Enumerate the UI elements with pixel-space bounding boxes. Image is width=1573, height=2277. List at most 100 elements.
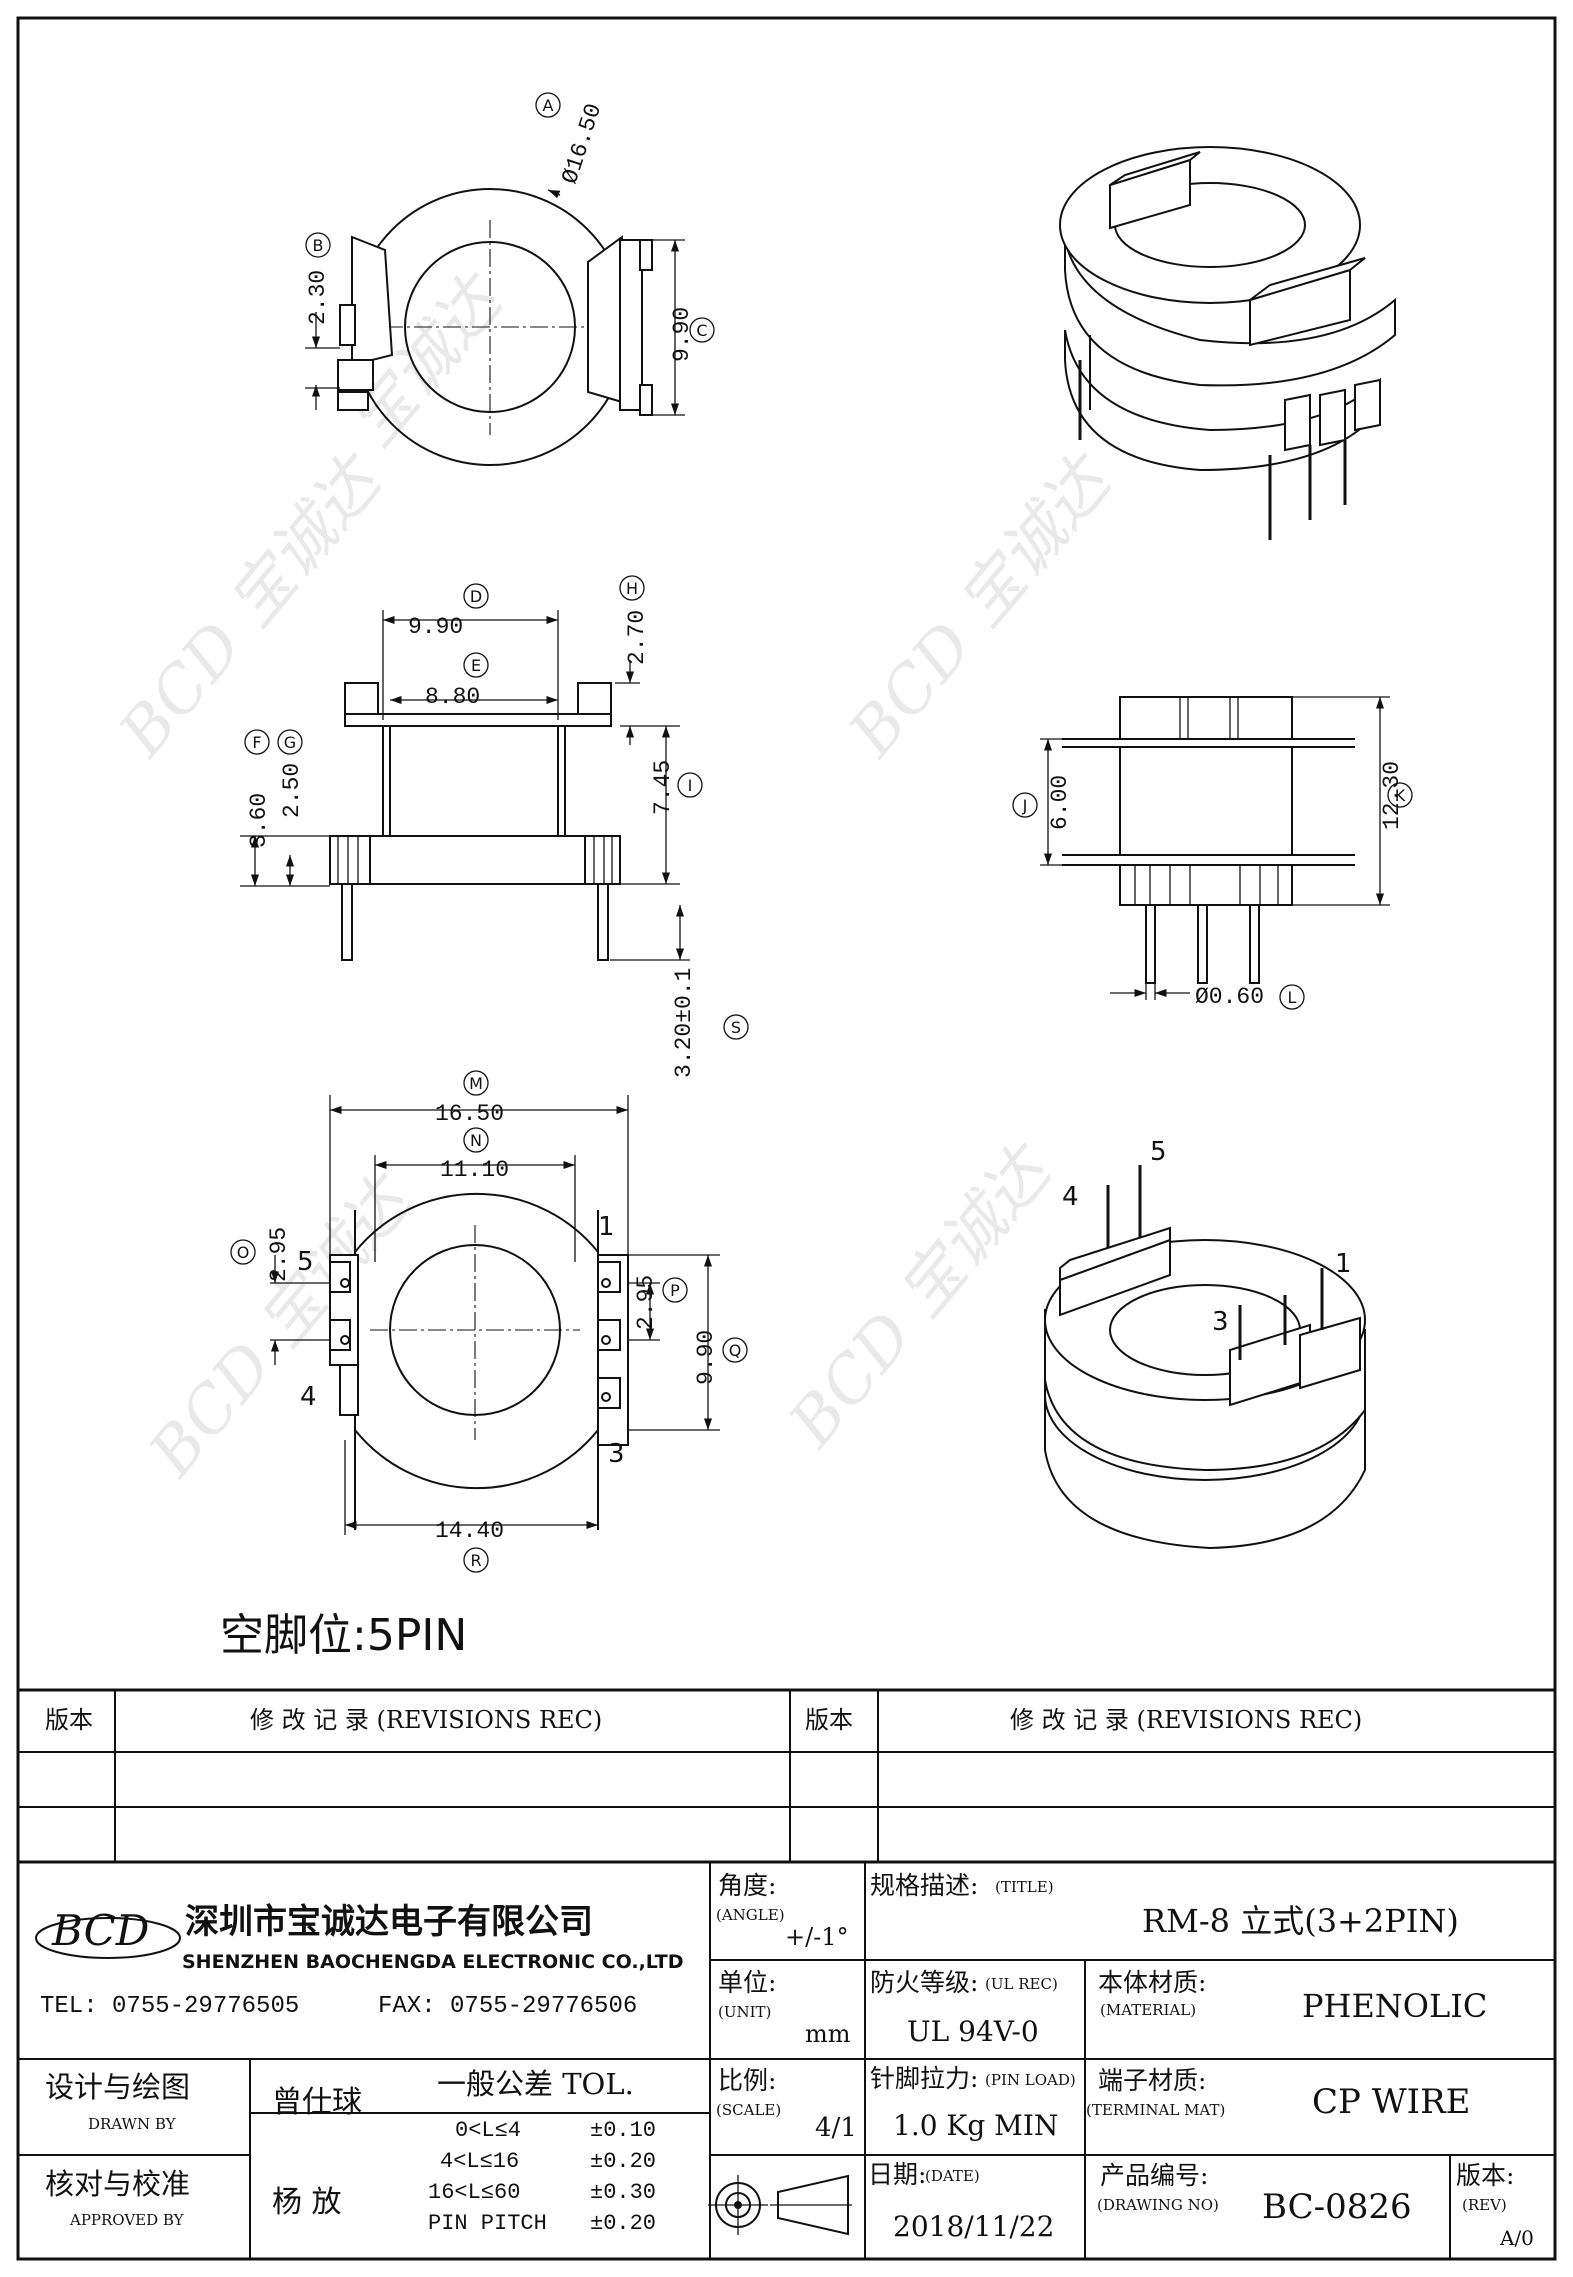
- ul-value: UL 94V-0: [907, 2015, 1039, 2048]
- tolerance-range-2: 4<L≤16: [440, 2149, 520, 2174]
- rev-label: 版本:: [1456, 2161, 1515, 2190]
- drawn-by-name: 曾仕球: [272, 2085, 362, 2120]
- dim-o-label: 2.95: [266, 1227, 292, 1282]
- callout-b: B: [313, 236, 324, 255]
- svg-text:BCD: BCD: [51, 1906, 149, 1955]
- company-tel: TEL: 0755-29776505: [40, 1993, 300, 2020]
- svg-text:BCD 宝诚达: BCD 宝诚达: [135, 1161, 429, 1491]
- iso-pin-3: 3: [1212, 1307, 1229, 1337]
- angle-label-en: (ANGLE): [716, 1906, 785, 1924]
- pin-label-4: 4: [300, 1382, 317, 1412]
- tolerance-range-4: PIN PITCH: [428, 2211, 547, 2236]
- tolerance-header: 一般公差 TOL.: [437, 2067, 634, 2101]
- unit-label: 单位:: [718, 1968, 777, 1997]
- rev-label-en: (REV): [1462, 2196, 1507, 2214]
- pin-label-1: 1: [598, 1212, 615, 1242]
- unit-label-en: (UNIT): [718, 2003, 772, 2021]
- callout-k: K: [1395, 786, 1406, 805]
- rev-header-right-version: 版本: [805, 1706, 853, 1734]
- angle-value: +/-1°: [785, 1923, 849, 1951]
- side-view: [1040, 696, 1390, 1000]
- tolerance-range-1: 0<L≤4: [455, 2118, 522, 2143]
- company-name-en: SHENZHEN BAOCHENGDA ELECTRONIC CO.,LTD: [182, 1951, 684, 1973]
- dim-e-label: 8.80: [425, 684, 480, 710]
- approved-by-label: 核对与校准: [45, 2167, 191, 2201]
- date-value: 2018/11/22: [893, 2210, 1055, 2243]
- terminal-label-en: (TERMINAL MAT): [1086, 2101, 1226, 2119]
- company-fax: FAX: 0755-29776506: [378, 1993, 638, 2020]
- dim-l-label: Ø0.60: [1195, 984, 1264, 1010]
- dim-i-label: 7.45: [650, 760, 676, 815]
- company-name-cn: 深圳市宝诚达电子有限公司: [185, 1902, 593, 1942]
- callout-n: N: [470, 1131, 482, 1150]
- dim-r-label: 14.40: [435, 1518, 504, 1544]
- scale-label-en: (SCALE): [716, 2101, 782, 2119]
- callout-p: P: [670, 1281, 680, 1300]
- callout-m: M: [469, 1074, 483, 1093]
- unit-value: mm: [805, 2020, 851, 2048]
- date-label: 日期:: [868, 2160, 927, 2189]
- drawn-by-label: 设计与绘图: [45, 2070, 191, 2104]
- dim-a-label: Ø16.50: [557, 100, 607, 187]
- title-label-en: (TITLE): [995, 1878, 1054, 1896]
- date-label-en: (DATE): [925, 2167, 980, 2185]
- dim-s-label: 3.20±0.1: [671, 968, 697, 1078]
- callout-s: S: [731, 1018, 741, 1037]
- title-block-grid: [18, 1688, 1555, 2261]
- rev-value: A/0: [1500, 2226, 1534, 2250]
- callout-h: H: [626, 579, 638, 598]
- tolerance-value-3: ±0.30: [590, 2180, 657, 2205]
- callout-r: R: [470, 1551, 481, 1570]
- drawing-no-value: BC-0826: [1262, 2187, 1412, 2227]
- svg-text:BCD 宝诚达: BCD 宝诚达: [775, 1131, 1069, 1461]
- tolerance-value-2: ±0.20: [590, 2149, 657, 2174]
- top-view: [305, 188, 685, 466]
- tolerance-value-4: ±0.20: [590, 2211, 657, 2236]
- ul-label: 防火等级:: [870, 1968, 979, 1997]
- ul-label-en: (UL REC): [985, 1975, 1058, 1993]
- approved-by-label-en: APPROVED BY: [70, 2211, 184, 2229]
- material-label-en: (MATERIAL): [1100, 2001, 1197, 2019]
- rev-header-right-rec: 修 改 记 录 (REVISIONS REC): [1010, 1706, 1363, 1734]
- dim-p-label: 2.95: [633, 1275, 659, 1330]
- iso-pin-5: 5: [1150, 1137, 1167, 1167]
- pinload-value: 1.0 Kg MIN: [893, 2109, 1059, 2142]
- callout-a: A: [543, 96, 554, 115]
- dim-q-label: 9.90: [693, 1330, 719, 1385]
- title-value: RM-8 立式(3+2PIN): [1142, 1902, 1459, 1940]
- drawn-by-label-en: DRAWN BY: [88, 2115, 176, 2133]
- front-view: [240, 610, 690, 961]
- projection-symbol: [708, 2174, 852, 2236]
- dim-j-label: 6.00: [1047, 775, 1073, 830]
- dim-b-label: 2.30: [305, 270, 331, 325]
- dim-f-label: 3.60: [246, 793, 272, 848]
- drawing-no-label-en: (DRAWING NO): [1097, 2196, 1219, 2214]
- note-text: 空脚位:5PIN: [220, 1610, 467, 1661]
- callout-o: O: [237, 1243, 250, 1262]
- callout-g: G: [284, 733, 296, 752]
- terminal-label: 端子材质:: [1098, 2066, 1207, 2095]
- iso-view-bottom: [1044, 1165, 1366, 1550]
- callout-i: I: [688, 776, 693, 795]
- drawing-no-label: 产品编号:: [1100, 2161, 1209, 2190]
- dim-n-label: 11.10: [440, 1157, 509, 1183]
- callout-c: C: [696, 321, 707, 340]
- tolerance-range-3: 16<L≤60: [428, 2180, 521, 2205]
- pinload-label-en: (PIN LOAD): [985, 2071, 1076, 2089]
- tolerance-value-1: ±0.10: [590, 2118, 657, 2143]
- svg-text:BCD 宝诚达: BCD 宝诚达: [835, 441, 1129, 771]
- material-label: 本体材质:: [1098, 1968, 1207, 1997]
- dim-k-label: 12.30: [1379, 761, 1405, 830]
- scale-label: 比例:: [718, 2066, 777, 2095]
- callout-d: D: [470, 587, 482, 606]
- callout-q: Q: [729, 1341, 742, 1360]
- approved-by-name: 杨 放: [272, 2185, 342, 2220]
- scale-value: 4/1: [815, 2113, 857, 2143]
- angle-label: 角度:: [718, 1871, 777, 1900]
- pinload-label: 针脚拉力:: [870, 2064, 979, 2093]
- callouts: A B C D E F G H I J K L M N O P Q R S: [230, 92, 1413, 1573]
- dim-m-label: 16.50: [435, 1101, 504, 1127]
- dim-d-label: 9.90: [408, 614, 463, 640]
- company-logo: BCD: [35, 1906, 181, 1959]
